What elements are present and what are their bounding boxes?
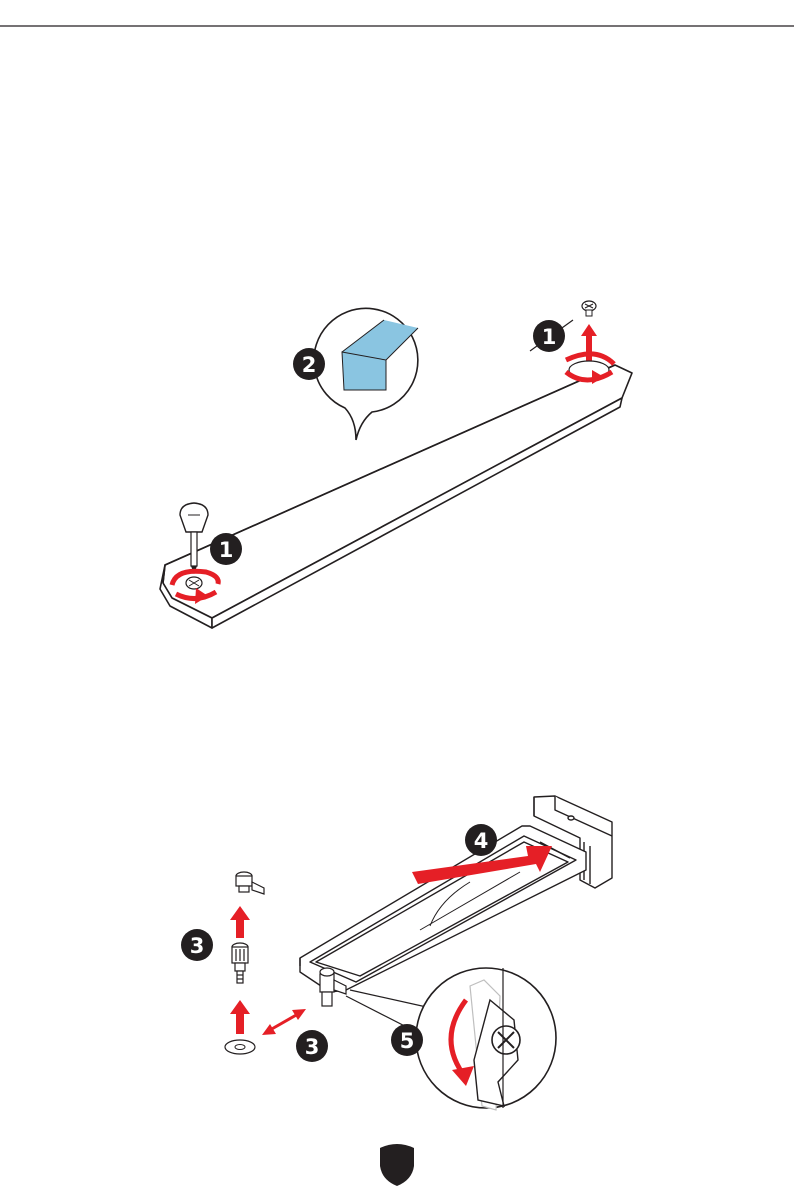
badge-label: 4 — [474, 829, 489, 853]
m2-install-figure: 4 5 — [0, 790, 794, 1120]
m2-heatsink-plate — [160, 365, 632, 628]
step-badge-standoff: 3 — [181, 929, 213, 961]
double-arrow-icon — [262, 1009, 306, 1035]
up-arrow-icon — [230, 1000, 250, 1034]
standoff-icon — [232, 943, 248, 983]
step-badge-peel-film: 2 — [293, 348, 325, 380]
badge-label: 3 — [305, 1035, 320, 1059]
thermal-pad-callout — [314, 308, 418, 440]
header-rule — [0, 0, 794, 28]
msi-shield-icon — [0, 1138, 794, 1188]
badge-label: 3 — [190, 934, 205, 958]
step-badge-rotate-latch: 5 — [391, 1024, 423, 1056]
m2-install-diagram: 4 5 — [0, 790, 794, 1120]
badge-label: 1 — [219, 538, 234, 562]
step-badge-insert-ssd: 4 — [465, 824, 497, 856]
washer-icon — [225, 1040, 255, 1054]
badge-label: 1 — [542, 325, 557, 349]
screw-icon — [582, 301, 596, 316]
latch-zoom-icon — [346, 968, 556, 1110]
latch-screw-icon — [236, 872, 264, 894]
up-arrow-icon — [230, 906, 250, 938]
step-badge-move-standoff: 3 — [296, 1030, 328, 1062]
badge-label: 5 — [400, 1029, 415, 1053]
m2-heatsink-diagram: 2 1 — [0, 290, 794, 635]
m2-heatsink-figure: 2 1 — [0, 290, 794, 635]
screw-icon — [186, 577, 202, 589]
step-badge-remove-screw-left: 1 — [210, 533, 242, 565]
step-badge-remove-screw-right: 1 — [533, 320, 565, 352]
page-footer — [0, 1138, 794, 1188]
badge-label: 2 — [302, 353, 317, 377]
